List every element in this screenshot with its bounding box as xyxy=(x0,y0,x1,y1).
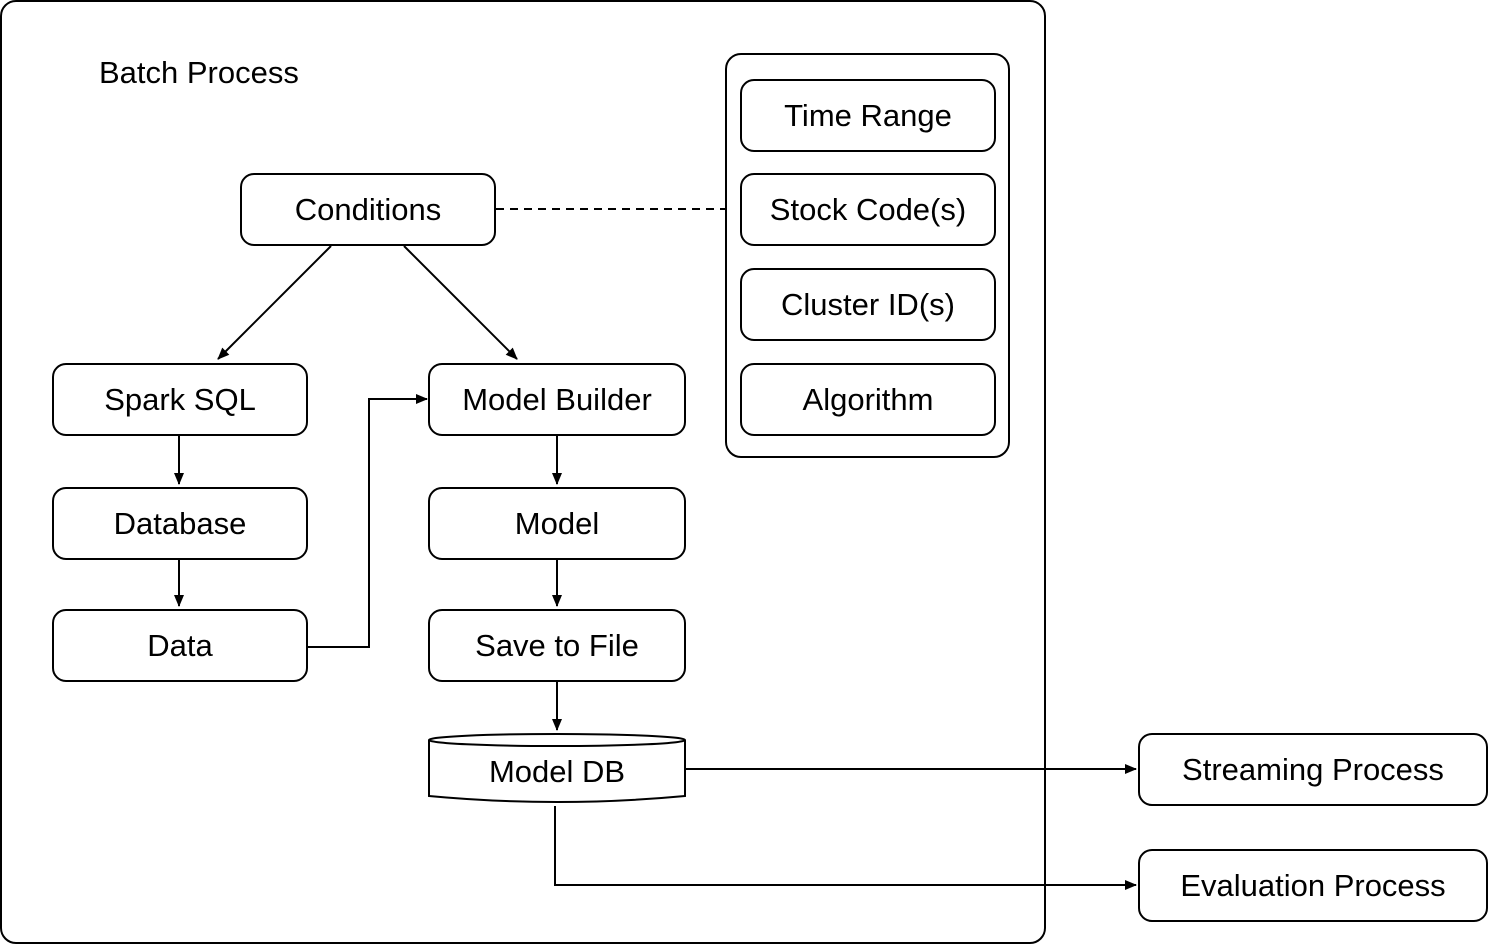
condition-item-stock-codes[interactable]: Stock Code(s) xyxy=(740,173,996,246)
arrow-conditions-to-model-builder xyxy=(403,245,518,360)
database-node[interactable]: Database xyxy=(52,487,308,560)
evaluation-process-node[interactable]: Evaluation Process xyxy=(1138,849,1488,922)
condition-item-algorithm[interactable]: Algorithm xyxy=(740,363,996,436)
data-node[interactable]: Data xyxy=(52,609,308,682)
model-db-cylinder xyxy=(428,733,686,803)
batch-process-container xyxy=(0,0,1046,944)
arrow-model-db-to-evaluation xyxy=(554,806,1137,890)
model-builder-node[interactable]: Model Builder xyxy=(428,363,686,436)
streaming-process-node[interactable]: Streaming Process xyxy=(1138,733,1488,806)
arrow-data-to-model-builder xyxy=(307,394,428,648)
condition-item-cluster-ids[interactable]: Cluster ID(s) xyxy=(740,268,996,341)
batch-process-title: Batch Process xyxy=(99,55,299,90)
arrow-conditions-to-spark-sql xyxy=(217,245,332,360)
save-to-file-node[interactable]: Save to File xyxy=(428,609,686,682)
conditions-node[interactable]: Conditions xyxy=(240,173,496,246)
conditions-panel xyxy=(725,53,1010,458)
model-node[interactable]: Model xyxy=(428,487,686,560)
condition-item-time-range[interactable]: Time Range xyxy=(740,79,996,152)
spark-sql-node[interactable]: Spark SQL xyxy=(52,363,308,436)
model-db-label[interactable]: Model DB xyxy=(488,754,626,789)
